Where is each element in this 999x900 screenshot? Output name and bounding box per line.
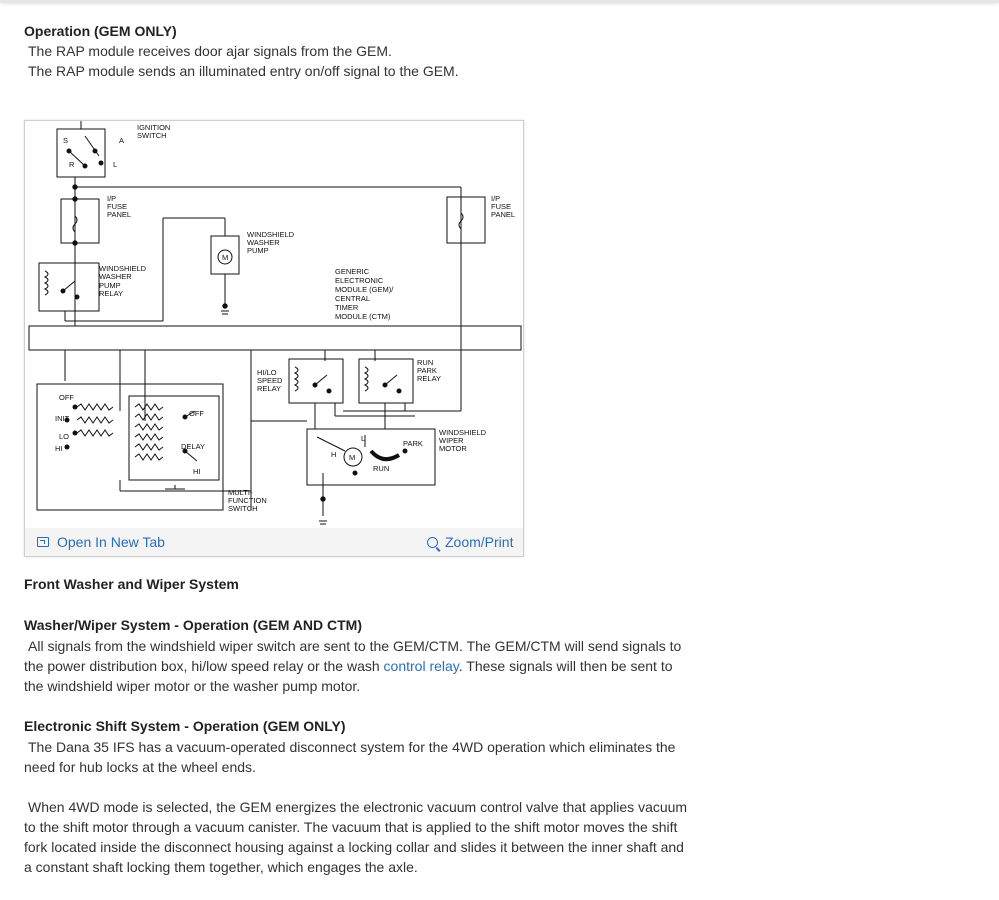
hi1-label: HI: [55, 444, 63, 453]
ip-left-3: PANEL: [107, 210, 131, 219]
switch-l-label: L: [113, 160, 117, 169]
right-fuse-panel-box: [446, 196, 486, 244]
init-label: INIT: [55, 414, 70, 423]
wiper-motor-3: MOTOR: [439, 444, 467, 453]
hilo-3: RELAY: [257, 384, 281, 393]
gem-3: MODULE (GEM)/: [335, 285, 394, 294]
ignition-label-2: SWITCH: [137, 131, 167, 140]
open-in-new-tab-button[interactable]: Open In New Tab: [37, 534, 165, 550]
gem-ctm-text-before: All signals from the windshield wiper sw…: [24, 638, 682, 674]
run-park-1: RUN: [417, 358, 433, 367]
wiper-motor-box: [306, 428, 436, 486]
gem-only-line-1: The RAP module receives door ajar signal…: [28, 43, 392, 59]
gem-4: CENTRAL: [335, 294, 370, 303]
switch-r-label: R: [69, 160, 75, 169]
run-label: RUN: [373, 464, 389, 473]
pump-relay-4: RELAY: [99, 289, 123, 298]
gem-6: MODULE (CTM): [335, 312, 391, 321]
multi-3: SWITCH: [228, 504, 258, 513]
hilo-speed-relay-box: [288, 358, 344, 404]
run-park-relay-box: [358, 358, 414, 404]
wiring-diagram: S A R L IGNITION SWITCH I/P FUSE PANEL I…: [28, 121, 522, 525]
run-park-3: RELAY: [417, 374, 441, 383]
ip-left-2: FUSE: [107, 202, 127, 211]
open-in-new-tab-label: Open In New Tab: [57, 534, 165, 550]
pump-relay-2: WASHER: [99, 272, 132, 281]
switch-a-label: A: [119, 136, 124, 145]
pump-relay-3: PUMP: [99, 281, 121, 290]
gem-only-line-2: The RAP module sends an illuminated entr…: [28, 63, 459, 79]
run-park-2: PARK: [417, 366, 437, 375]
top-bar: [0, 0, 999, 3]
off1-label: OFF: [59, 393, 74, 402]
ip-left-1: I/P: [107, 194, 116, 203]
wiring-diagram-figure: S A R L IGNITION SWITCH I/P FUSE PANEL I…: [24, 120, 524, 557]
zoom-icon: [427, 536, 438, 548]
gem-2: ELECTRONIC: [335, 276, 384, 285]
shift-paragraph-1: The Dana 35 IFS has a vacuum-operated di…: [24, 739, 676, 775]
lo-label: LO: [59, 432, 69, 441]
gem-ctm-paragraph: All signals from the windshield wiper sw…: [24, 636, 694, 696]
zoom-print-button[interactable]: Zoom/Print: [427, 534, 513, 550]
gem-5: TIMER: [335, 303, 359, 312]
wiper-motor-2: WIPER: [439, 436, 464, 445]
wiper-motor-1: WINDSHIELD: [439, 428, 487, 437]
ip-right-2: FUSE: [491, 202, 511, 211]
hilo-2: SPEED: [257, 376, 283, 385]
off2-label: OFF: [189, 409, 204, 418]
multi-2: FUNCTION: [228, 496, 267, 505]
figure-toolbar: Open In New Tab Zoom/Print: [25, 528, 523, 556]
wiper-motor-m: M: [349, 453, 355, 462]
pump-motor-m: M: [222, 253, 228, 262]
l-label: L: [361, 434, 365, 443]
delay-label: DELAY: [181, 442, 205, 451]
washer-pump-relay-box: [38, 262, 100, 312]
shift-title: Electronic Shift System - Operation (GEM…: [24, 718, 346, 734]
hi2-label: HI: [193, 467, 201, 476]
multi-1: MULTI-: [228, 488, 253, 497]
shift-paragraph-2: When 4WD mode is selected, the GEM energ…: [24, 799, 688, 875]
gem-1: GENERIC: [335, 267, 370, 276]
park-label: PARK: [403, 439, 423, 448]
switch-s-label: S: [63, 136, 68, 145]
ip-right-1: I/P: [491, 194, 500, 203]
front-washer-title: Front Washer and Wiper System: [24, 576, 239, 592]
hilo-1: HI/LO: [257, 368, 277, 377]
pump-relay-1: WINDSHIELD: [99, 264, 147, 273]
ip-right-3: PANEL: [491, 210, 515, 219]
h-label: H: [331, 450, 336, 459]
open-new-tab-icon: [37, 537, 49, 547]
washer-pump-3: PUMP: [247, 246, 269, 255]
control-relay-link[interactable]: control relay: [383, 658, 459, 674]
washer-pump-2: WASHER: [247, 238, 280, 247]
left-fuse-panel-box: [60, 198, 100, 244]
multi-function-switch-box: [36, 383, 224, 511]
gem-ctm-title: Washer/Wiper System - Operation (GEM AND…: [24, 617, 362, 633]
ignition-label-1: IGNITION: [137, 123, 170, 132]
washer-pump-1: WINDSHIELD: [247, 230, 295, 239]
gem-ctm-text-after: . These signals will then be sent to the…: [24, 658, 673, 694]
gem-module-box: [28, 325, 522, 351]
section-title-gem-only: Operation (GEM ONLY): [24, 23, 177, 39]
zoom-print-label: Zoom/Print: [445, 534, 514, 550]
